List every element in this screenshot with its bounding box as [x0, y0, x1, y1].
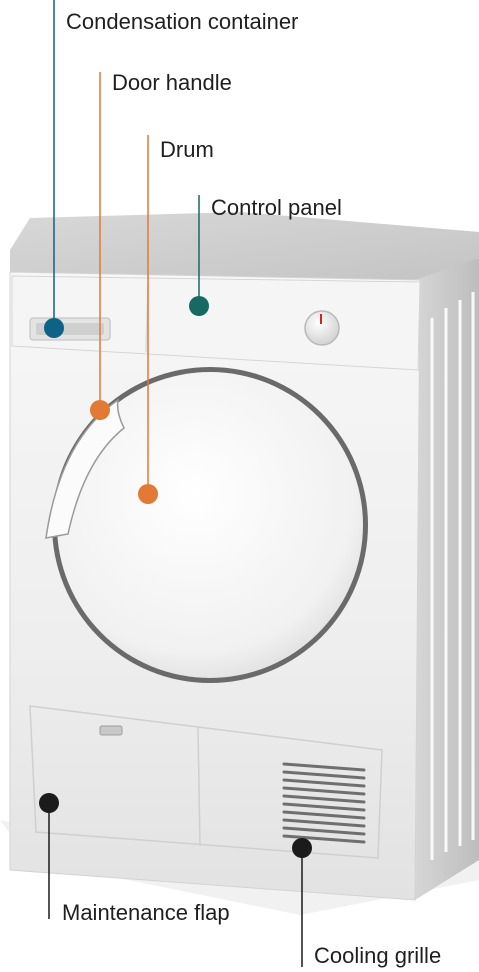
flap-latch — [100, 726, 122, 735]
label-condensation-container: Condensation container — [66, 9, 298, 35]
label-drum: Drum — [160, 137, 214, 163]
marker-cooling-grille — [292, 838, 312, 858]
marker-maintenance-flap — [39, 793, 59, 813]
label-maintenance-flap: Maintenance flap — [62, 900, 230, 926]
marker-door-handle — [90, 400, 110, 420]
label-control-panel: Control panel — [211, 195, 342, 221]
dryer-top — [10, 212, 479, 280]
marker-drum — [138, 484, 158, 504]
marker-condensation-container — [44, 318, 64, 338]
label-cooling-grille: Cooling grille — [314, 943, 441, 969]
marker-control-panel — [189, 296, 209, 316]
label-door-handle: Door handle — [112, 70, 232, 96]
